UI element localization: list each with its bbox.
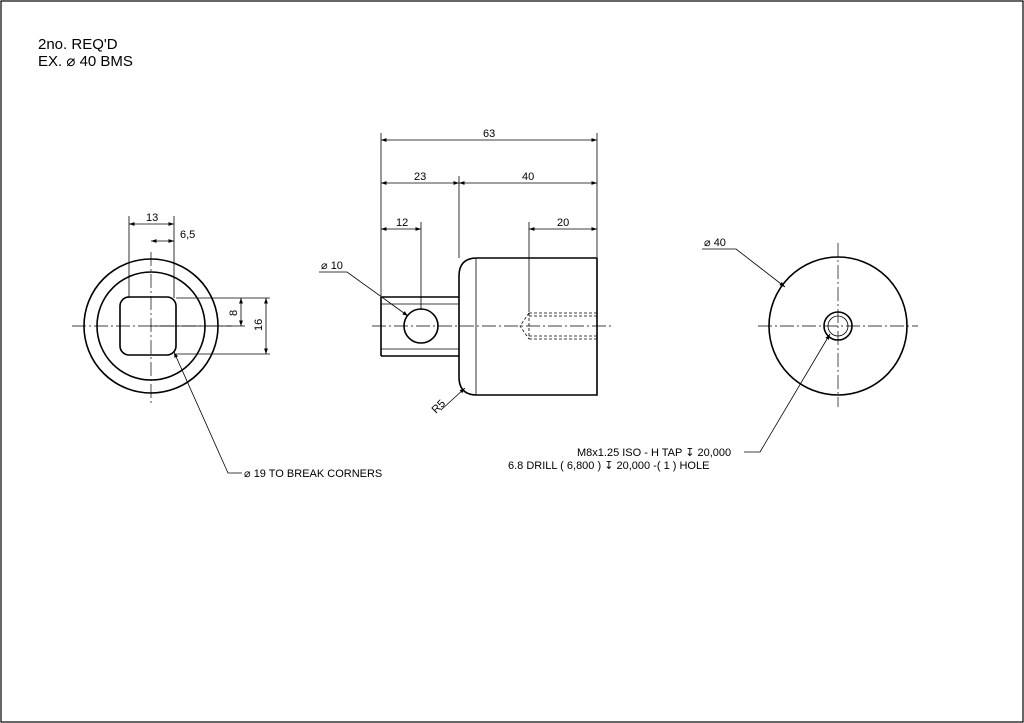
quantity-note: 2no. REQ'D: [38, 36, 118, 53]
break-corners-callout: ⌀ 19 TO BREAK CORNERS: [244, 468, 382, 480]
material-size: 40 BMS: [79, 53, 133, 70]
body-outline: [458, 257, 598, 396]
drill-callout-line2: 6.8 DRILL ( 6,800 ) ↧ 20,000 -( 1 ) HOLE: [508, 460, 709, 472]
dim-shank-length: 23: [414, 171, 426, 183]
material-note: EX. ⌀ 40 BMS: [38, 53, 133, 71]
diameter-symbol-icon: ⌀: [66, 53, 76, 70]
dim-square-height: 16: [253, 319, 265, 331]
side-view: 63 23 40 12 20 ⌀ 10 R5: [319, 128, 612, 416]
diameter-symbol-icon: ⌀: [704, 237, 711, 249]
dim-pin-hole-dia: ⌀ 10: [321, 260, 343, 272]
left-end-view: 13 6,5 8 16 ⌀ 19 TO BREAK CORNERS: [72, 212, 382, 480]
tap-callout-line1: M8x1.25 ISO - H TAP ↧ 20,000: [577, 447, 731, 459]
material-prefix: EX.: [38, 53, 63, 70]
right-end-view: ⌀ 40 M8x1.25 ISO - H TAP ↧ 20,000 6.8 DR…: [508, 237, 918, 472]
dim-square-height-small: 8: [228, 310, 240, 316]
dim-square-width: 13: [146, 212, 158, 224]
dim-overall-length: 63: [483, 128, 495, 140]
diameter-symbol-icon: ⌀: [244, 468, 251, 480]
dim-fillet-radius: R5: [430, 398, 448, 416]
tap-note-leader: [744, 333, 831, 453]
depth-symbol-icon: ↧: [604, 460, 613, 472]
dim-square-half: 6,5: [180, 229, 195, 241]
depth-symbol-icon: ↧: [685, 447, 694, 459]
body-dia-leader: [702, 248, 786, 288]
dim-body-length: 40: [522, 171, 534, 183]
dim-tap-depth: 20: [557, 217, 569, 229]
fillet-leader: [440, 387, 466, 411]
pin-hole-leader: [319, 271, 409, 317]
dim-hole-offset: 12: [396, 217, 408, 229]
diameter-symbol-icon: ⌀: [321, 260, 328, 272]
dim-body-dia: ⌀ 40: [704, 237, 726, 249]
break-corners-leader: [173, 351, 242, 474]
